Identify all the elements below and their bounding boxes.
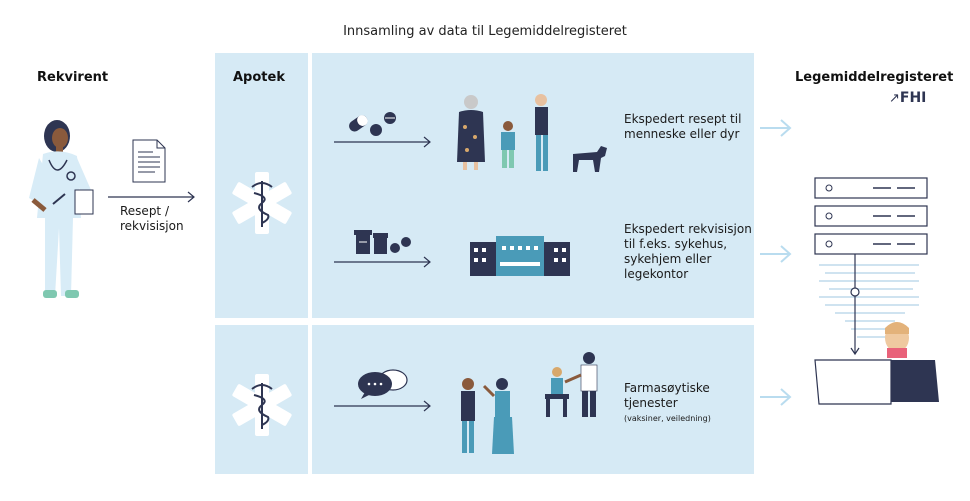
flow-label-3-note: (vaksiner, veiledning) (624, 414, 711, 423)
flow-label-2-line3: sykehjem eller (624, 252, 712, 266)
registry-arrow-3 (760, 388, 792, 406)
flow-label-2-line4: legekontor (624, 267, 689, 281)
flow-label-1-line1: Ekspedert resept til (624, 112, 742, 126)
hospital-building-icon (470, 236, 570, 276)
consultation-figure (461, 378, 514, 454)
heading-prescriber: Rekvirent (37, 70, 109, 85)
flow-label-3: Farmasøytiske tjenester (vaksiner, veile… (624, 381, 711, 426)
prescription-document-icon (132, 139, 166, 183)
fhi-logo-text: FHI (899, 90, 927, 106)
flow-label-1-line2: menneske eller dyr (624, 127, 740, 141)
registry-arrow-1 (760, 119, 792, 137)
flow-label-2: Ekspedert rekvisisjon til f.eks. sykehus… (624, 222, 752, 282)
vaccination-figure (545, 352, 598, 417)
prescription-label: Resept / rekvisisjon (120, 204, 184, 234)
flow-label-1: Ekspedert resept til menneske eller dyr (624, 112, 741, 142)
flow-arrow-1 (334, 136, 431, 148)
heading-registry: Legemiddelregisteret (795, 70, 954, 85)
pharmacy-symbol-icon-2 (232, 374, 292, 436)
flow-label-2-line2: til f.eks. sykehus, (624, 237, 728, 251)
medicine-bottles-icon (354, 230, 411, 254)
prescription-arrow (108, 191, 195, 203)
flow-arrow-3 (334, 400, 431, 412)
flow-label-2-line1: Ekspedert rekvisisjon (624, 222, 752, 236)
registry-server-illustration (814, 177, 939, 405)
fhi-logo: ↗FHI (889, 90, 927, 106)
flow-arrow-2 (334, 256, 431, 268)
services-panel (312, 325, 754, 474)
flow-label-3-line1: Farmasøytiske (624, 381, 710, 395)
prescription-label-line1: Resept / (120, 204, 169, 218)
pills-icon (349, 112, 396, 136)
flow-label-3-line2: tjenester (624, 396, 678, 410)
patients-figure (457, 94, 607, 172)
speech-bubbles-icon (358, 369, 408, 399)
doctor-figure (29, 120, 94, 298)
heading-pharmacy: Apotek (233, 70, 285, 85)
pharmacy-symbol-icon (232, 172, 292, 234)
prescription-label-line2: rekvisisjon (120, 219, 184, 233)
diagram-title: Innsamling av data til Legemiddelregiste… (343, 24, 627, 39)
registry-arrow-2 (760, 245, 792, 263)
